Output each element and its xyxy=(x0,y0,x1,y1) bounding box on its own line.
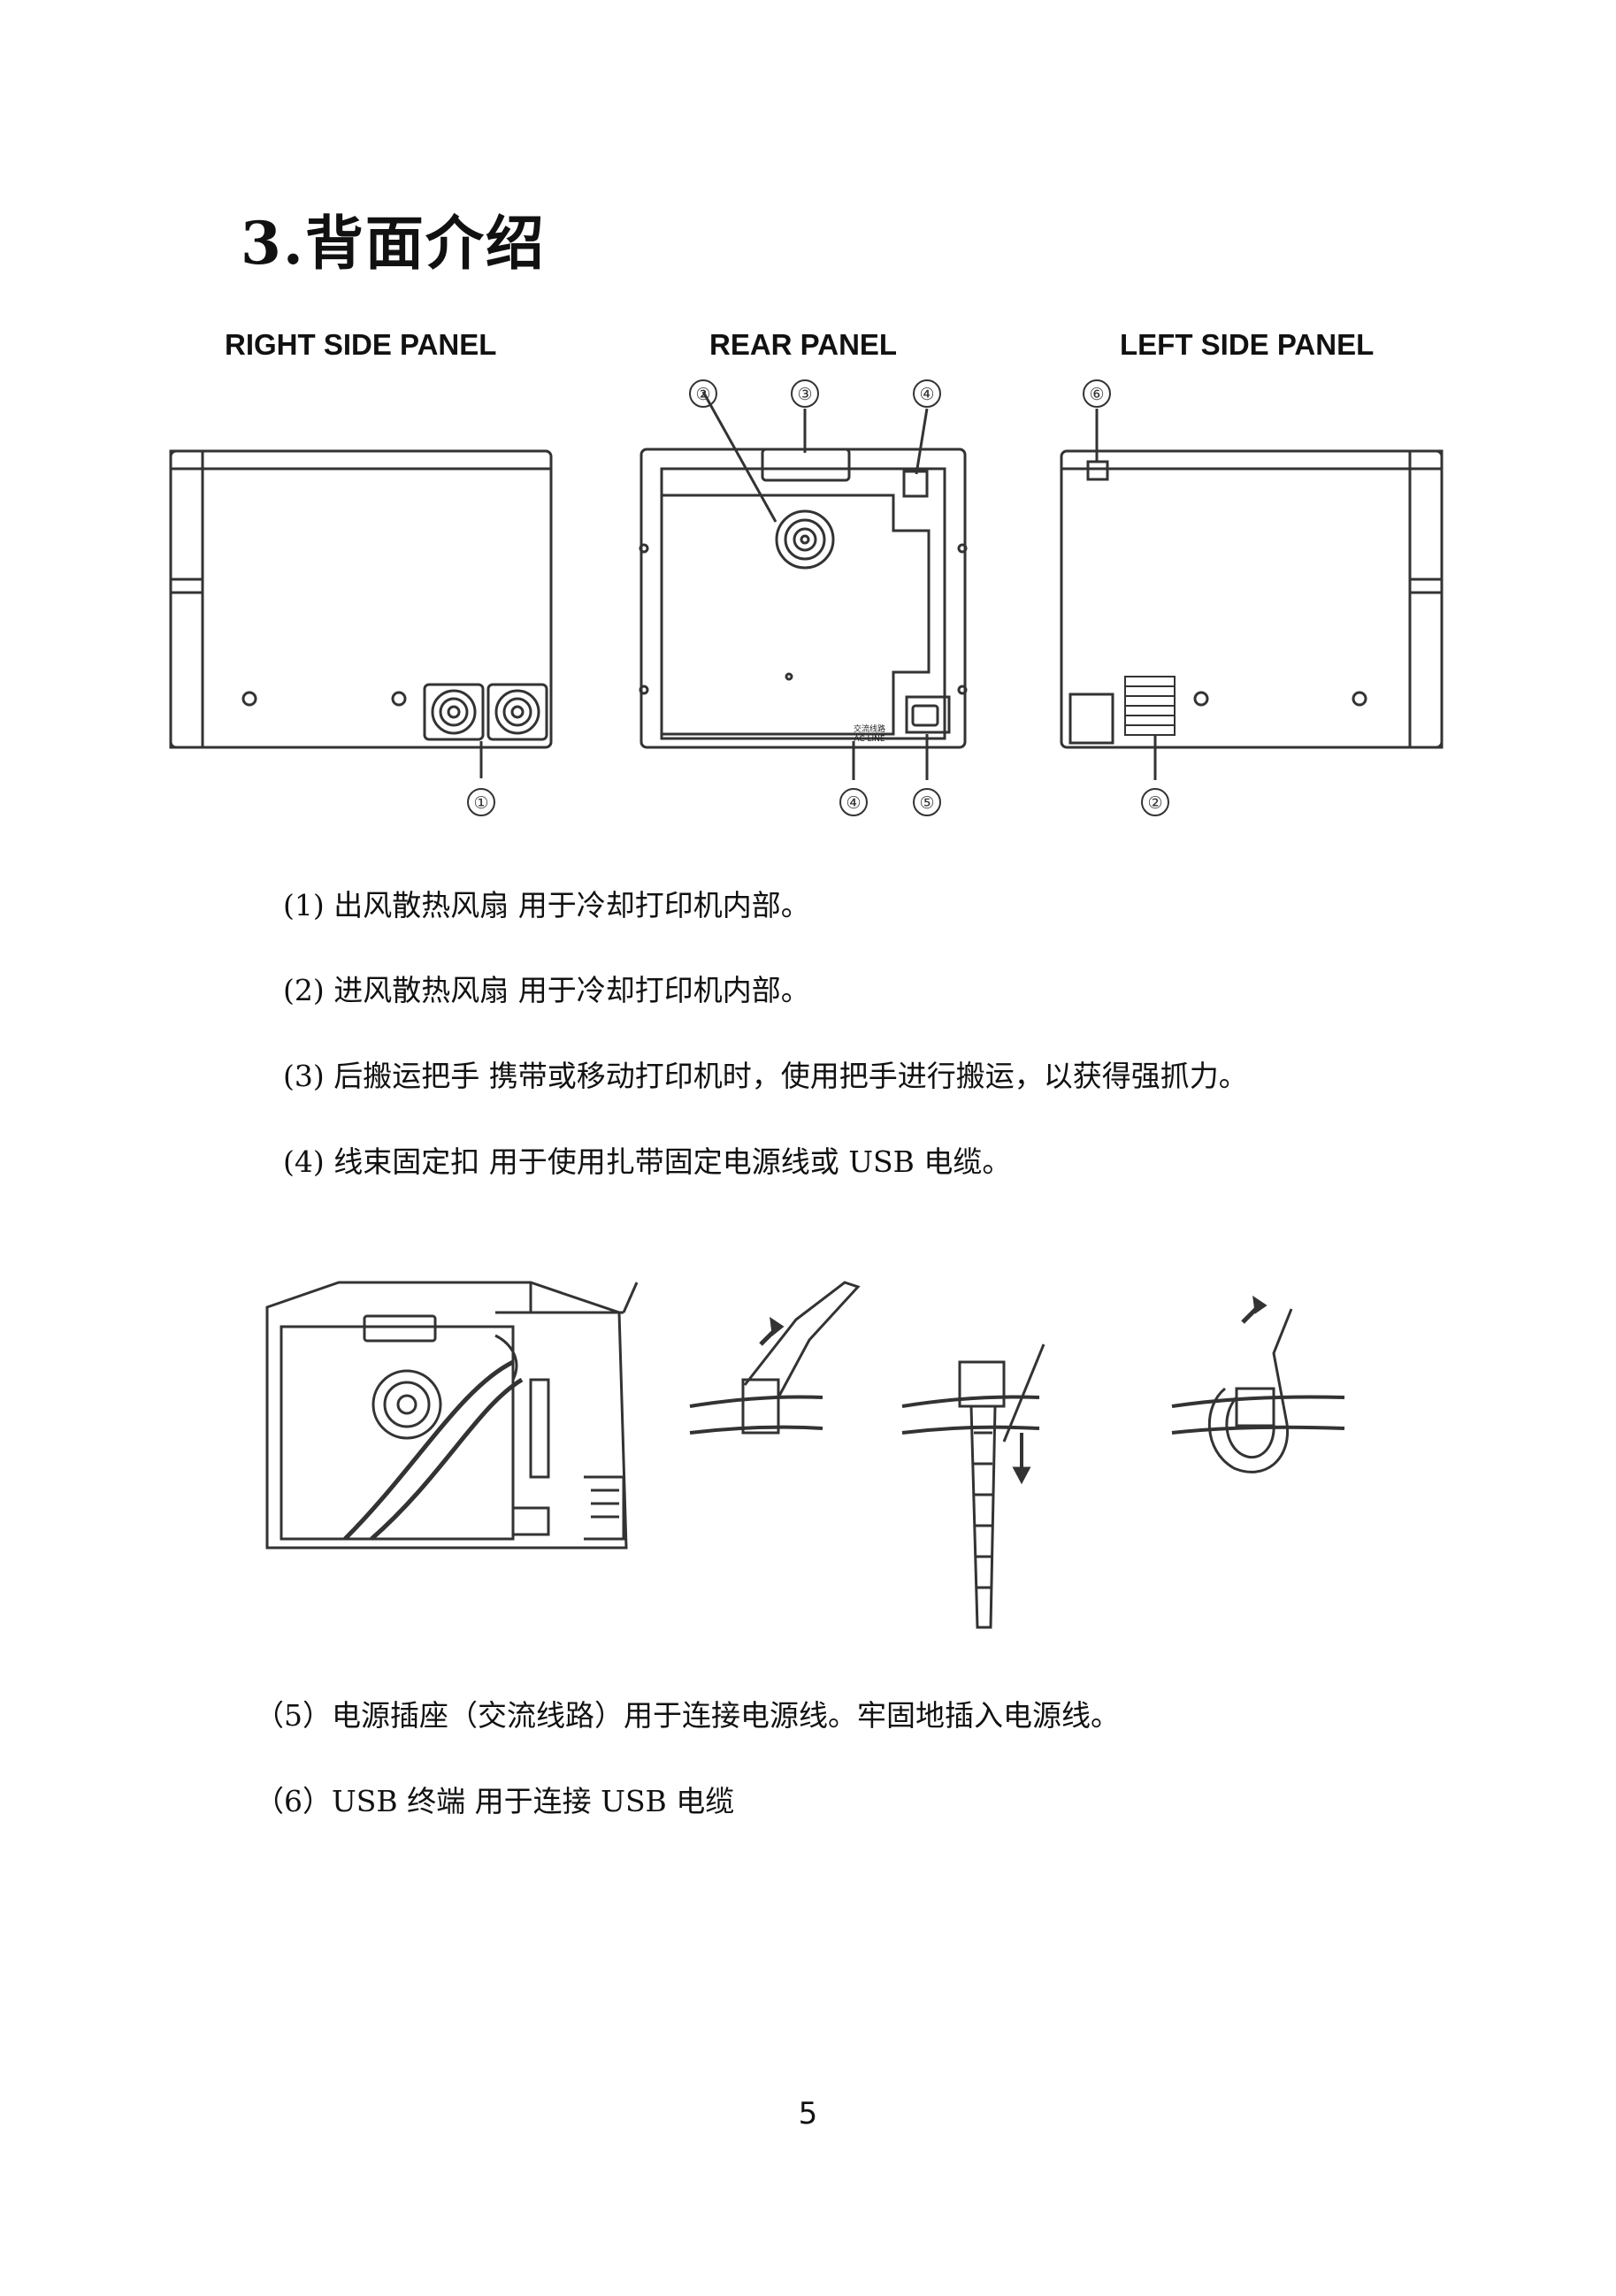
callout-1-right: ① xyxy=(473,793,488,813)
right-side-panel-label: RIGHT SIDE PANEL xyxy=(225,328,497,361)
ac-line-label-cn: 交流线路 xyxy=(854,723,885,734)
item-5: （5）电源插座（交流线路）用于连接电源线。牢固地插入电源线。 xyxy=(255,1698,1120,1733)
item-2: (2) 进风散热风扇 用于冷却打印机内部。 xyxy=(283,973,810,1007)
left-side-panel-label: LEFT SIDE PANEL xyxy=(1120,328,1375,361)
section-title: 3.背面介绍 xyxy=(241,209,546,278)
callout-6-left: ⑥ xyxy=(1089,385,1104,404)
item-1: (1) 出风散热风扇 用于冷却打印机内部。 xyxy=(283,888,810,922)
item-3: (3) 后搬运把手 携带或移动打印机时，使用把手进行搬运，以获得强抓力。 xyxy=(283,1059,1248,1093)
callout-4-rear-bottom: ④ xyxy=(846,793,861,813)
callout-2-rear: ② xyxy=(695,385,710,404)
cable-tie-step-3 xyxy=(1171,1295,1345,1473)
item-4: (4) 线束固定扣 用于使用扎带固定电源线或 USB 电缆。 xyxy=(283,1144,1012,1179)
page-number: 5 xyxy=(798,2096,818,2131)
panel-diagrams: ① ② ③ ④ ④ ⑤ ⑥ ② 交流线路 AC LINE xyxy=(169,379,1444,816)
cable-tie-step-2 xyxy=(901,1343,1045,1629)
item-6: （6）USB 终端 用于连接 USB 电缆 xyxy=(255,1784,735,1818)
callout-2-left: ② xyxy=(1147,793,1162,813)
rear-panel-drawing xyxy=(639,379,968,816)
left-side-panel-drawing xyxy=(1060,379,1444,816)
callout-4-rear-top: ④ xyxy=(919,385,934,404)
ac-line-label-en: AC LINE xyxy=(854,735,885,744)
cable-tie-step-1 xyxy=(689,1281,861,1435)
printer-rear-cable-drawing xyxy=(265,1281,639,1550)
callout-3-rear: ③ xyxy=(797,385,812,404)
rear-panel-label: REAR PANEL xyxy=(709,328,898,361)
cable-tie-illustrations xyxy=(265,1281,1345,1629)
callout-5-rear: ⑤ xyxy=(919,793,934,813)
right-side-panel-drawing xyxy=(169,449,553,816)
